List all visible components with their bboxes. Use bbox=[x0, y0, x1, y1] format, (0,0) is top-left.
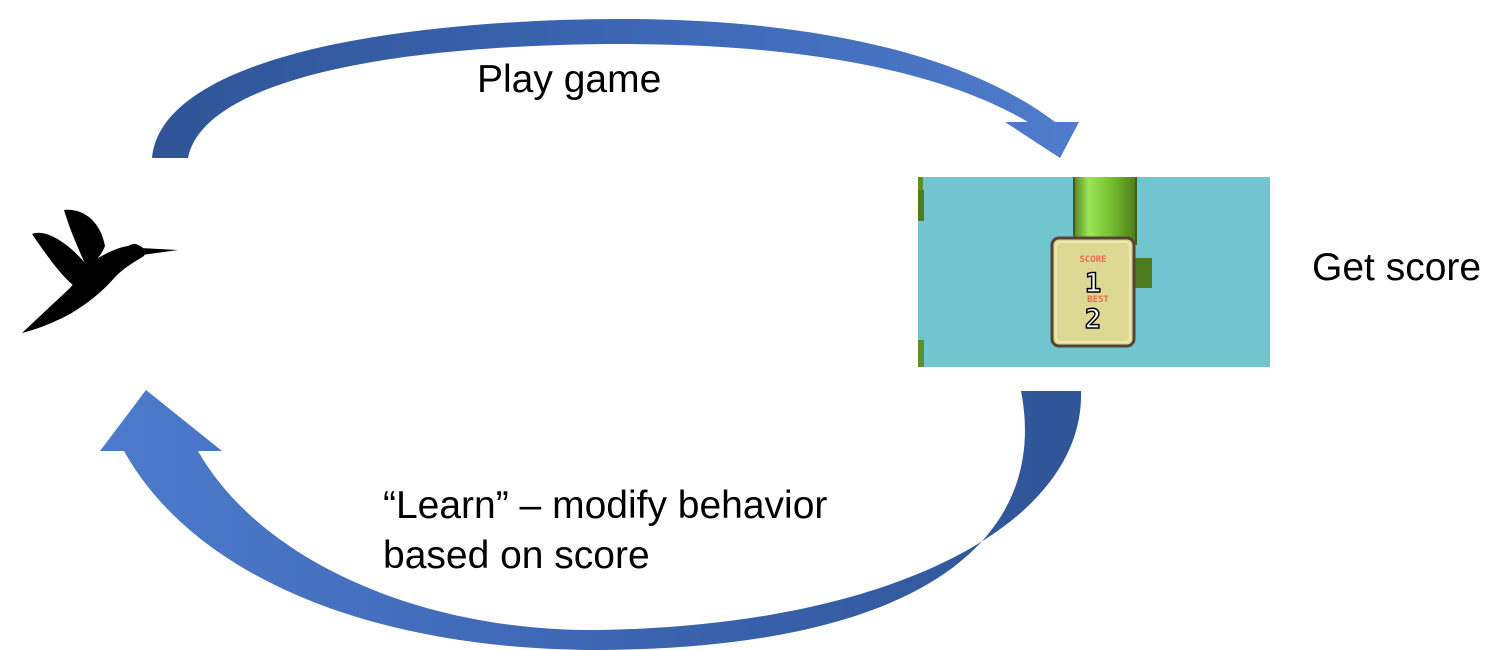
play-game-label: Play game bbox=[477, 58, 662, 101]
score-panel bbox=[1050, 236, 1136, 348]
learn-label: “Learn” – modify behavior based on score bbox=[383, 481, 827, 581]
best-label: BEST bbox=[1087, 295, 1109, 305]
learn-label-line1: “Learn” – modify behavior bbox=[383, 484, 828, 527]
get-score-label: Get score bbox=[1312, 246, 1482, 289]
pipe-center bbox=[1073, 177, 1137, 245]
best-value: 2 bbox=[1085, 304, 1101, 335]
learn-arrow bbox=[100, 390, 1082, 650]
hummingbird-icon bbox=[22, 209, 178, 333]
learn-label-line2: based on score bbox=[383, 534, 650, 577]
score-label: SCORE bbox=[1079, 255, 1106, 265]
game-screenshot: SCORE 1 BEST 2 bbox=[918, 177, 1270, 367]
pipe-left-bottom bbox=[918, 340, 924, 367]
play-game-arrow bbox=[152, 18, 1079, 159]
score-value: 1 bbox=[1085, 268, 1101, 299]
